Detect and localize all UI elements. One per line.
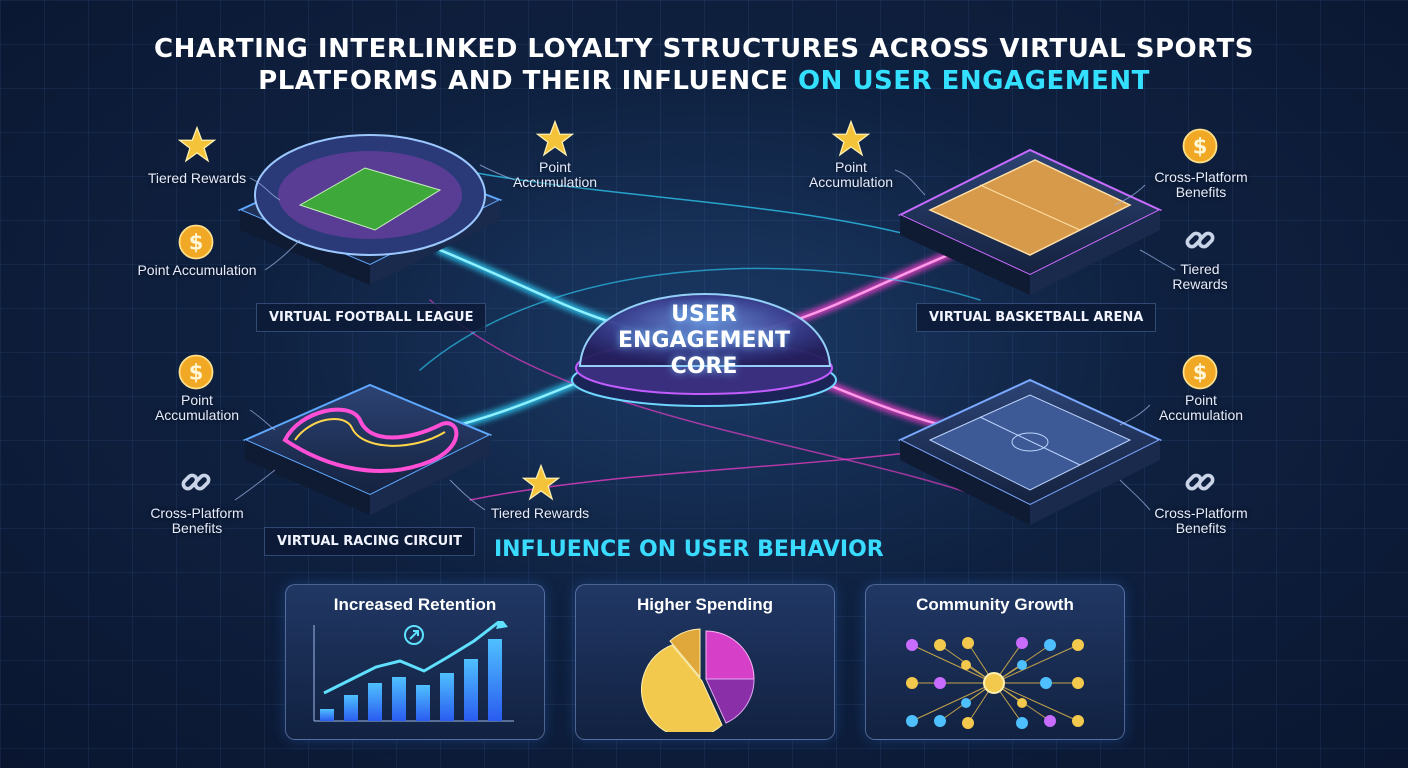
label-line: Accumulation xyxy=(1158,407,1244,423)
label-line: Point xyxy=(835,159,867,175)
svg-text:$: $ xyxy=(1193,135,1208,159)
trend-arrowhead xyxy=(496,621,508,629)
svg-text:$: $ xyxy=(1193,361,1208,385)
label-football-point-accumulation: Point Accumulation xyxy=(137,262,257,278)
panel-higher-spending: Higher Spending xyxy=(575,584,835,740)
community-network xyxy=(906,637,1084,729)
label-line: Accumulation xyxy=(512,174,598,190)
bar xyxy=(320,709,334,721)
engagement-core xyxy=(571,293,837,407)
label-line: Cross-Platform xyxy=(1154,169,1248,185)
label-line: Benefits xyxy=(1175,520,1227,536)
retention-bar-chart xyxy=(313,621,514,722)
title-line-2: PLATFORMS AND THEIR INFLUENCE ON USER EN… xyxy=(0,66,1408,96)
title-line-1: CHARTING INTERLINKED LOYALTY STRUCTURES … xyxy=(154,34,1254,64)
bar xyxy=(440,673,454,721)
trend-line xyxy=(323,621,501,695)
panel-community-growth: Community Growth xyxy=(865,584,1125,740)
callout-lines xyxy=(234,164,1176,511)
core-line-1: USER xyxy=(671,302,737,327)
label-line: Tiered xyxy=(1180,261,1220,277)
influence-heading: INFLUENCE ON USER BEHAVIOR xyxy=(494,537,884,562)
label-football-tiered-rewards: Tiered Rewards xyxy=(147,170,247,186)
platform-label-basketball: VIRTUAL BASKETBALL ARENA xyxy=(916,303,1157,332)
bar xyxy=(392,677,406,721)
central-user-node xyxy=(983,672,1005,694)
bar xyxy=(344,695,358,721)
label-racing-tiered-rewards: Tiered Rewards xyxy=(490,505,590,521)
bar xyxy=(464,659,478,721)
dollar-coin-icon: $ xyxy=(178,354,214,390)
label-line: Accumulation xyxy=(808,174,894,190)
chain-link-icon xyxy=(1185,231,1215,249)
pie-slice xyxy=(705,678,755,724)
dollar-coin-icon: $ xyxy=(1182,354,1218,390)
panel-title: Community Growth xyxy=(916,595,1074,614)
spending-pie-chart xyxy=(640,628,755,732)
chain-link-icon xyxy=(181,473,211,491)
svg-text:$: $ xyxy=(189,231,204,255)
panel-title: Increased Retention xyxy=(333,595,497,614)
title-highlight: ON USER ENGAGEMENT xyxy=(798,66,1150,96)
core-label: USER ENGAGEMENT CORE xyxy=(584,302,824,380)
star-icon xyxy=(522,464,560,501)
label-line: Benefits xyxy=(171,520,223,536)
pie-slice xyxy=(669,628,701,679)
core-line-2: ENGAGEMENT xyxy=(618,328,790,353)
football-stadium xyxy=(237,134,503,285)
panel-title: Higher Spending xyxy=(637,595,773,614)
user-nodes xyxy=(906,637,1084,729)
dollar-coin-icon: $ xyxy=(178,224,214,260)
label-line: Cross-Platform xyxy=(150,505,244,521)
star-icon xyxy=(536,120,574,157)
label-line: Rewards xyxy=(1172,276,1228,292)
label-line: Accumulation xyxy=(154,407,240,423)
label-line: Benefits xyxy=(1175,184,1227,200)
star-icon xyxy=(832,120,870,157)
futsal-court xyxy=(897,378,1163,525)
racing-circuit xyxy=(242,383,493,515)
title-line-2-main: PLATFORMS AND THEIR INFLUENCE xyxy=(258,66,799,96)
svg-text:$: $ xyxy=(189,361,204,385)
panel-increased-retention: Increased Retention xyxy=(285,584,545,740)
chain-link-icon xyxy=(1185,473,1215,491)
label-line: Point xyxy=(1185,392,1217,408)
bar xyxy=(488,639,502,721)
label-line: Point xyxy=(539,159,571,175)
platform-label-racing: VIRTUAL RACING CIRCUIT xyxy=(264,527,475,556)
bar xyxy=(368,683,382,721)
pie-slice xyxy=(705,630,755,680)
bar xyxy=(416,685,430,721)
basketball-arena xyxy=(897,148,1163,295)
trend-arrow-icon xyxy=(404,625,424,645)
label-line: Point xyxy=(181,392,213,408)
dollar-coin-icon: $ xyxy=(1182,128,1218,164)
core-line-3: CORE xyxy=(670,354,738,379)
label-line: Cross-Platform xyxy=(1154,505,1248,521)
platform-label-football: VIRTUAL FOOTBALL LEAGUE xyxy=(256,303,487,332)
star-icon xyxy=(178,126,216,163)
pie-slice xyxy=(640,644,723,732)
